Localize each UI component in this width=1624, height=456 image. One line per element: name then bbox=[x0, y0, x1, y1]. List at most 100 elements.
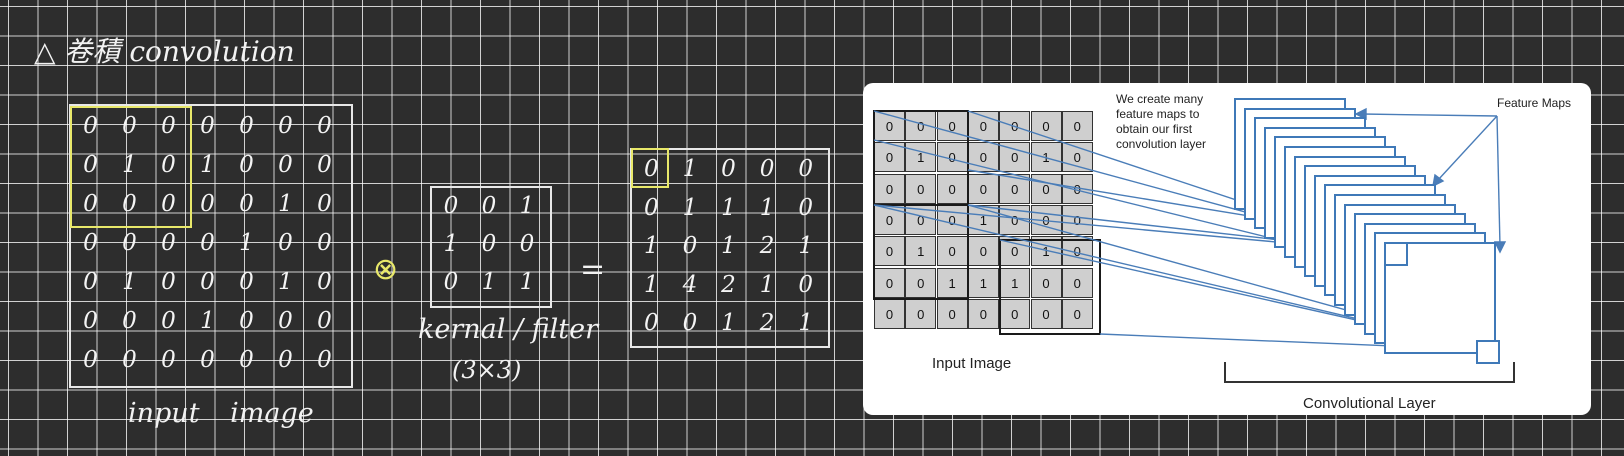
input-cell: 0 bbox=[317, 191, 332, 217]
input-cell: 0 bbox=[122, 347, 137, 373]
output-cell: 0 bbox=[643, 310, 659, 337]
figure-grid-cell: 0 bbox=[1030, 111, 1062, 141]
kernel-cell: 0 bbox=[443, 193, 459, 219]
layer-bracket bbox=[1224, 362, 1515, 383]
input-cell: 1 bbox=[239, 230, 254, 256]
input-highlight-window bbox=[70, 106, 192, 228]
input-cell: 0 bbox=[317, 269, 332, 295]
output-cell: 1 bbox=[721, 194, 736, 221]
figure-grid-cell: 1 bbox=[905, 236, 937, 267]
kernel-cell: 0 bbox=[519, 231, 535, 257]
input-cell: 0 bbox=[278, 308, 293, 334]
feature-map-arrows bbox=[1354, 107, 1507, 254]
figure-grid-cell: 0 bbox=[905, 173, 937, 204]
output-cell: 1 bbox=[643, 271, 659, 298]
input-cell: 1 bbox=[278, 191, 293, 217]
kernel-cell: 1 bbox=[519, 269, 535, 295]
equals-sign: = bbox=[580, 252, 606, 287]
figure-grid-cell: 0 bbox=[1061, 267, 1093, 298]
feature-map-unit bbox=[1476, 340, 1500, 364]
input-cell: 0 bbox=[239, 347, 254, 373]
kernel-label: kernal / filter bbox=[418, 314, 599, 345]
input-cell: 0 bbox=[278, 347, 293, 373]
figure-grid-cell: 0 bbox=[874, 142, 905, 173]
figure-grid-cell: 0 bbox=[967, 236, 999, 267]
figure-grid-cell: 0 bbox=[936, 173, 968, 204]
arrow-head bbox=[1493, 241, 1507, 254]
input-cell: 0 bbox=[83, 191, 98, 217]
output-cell: 1 bbox=[759, 271, 775, 298]
feature-map-unit bbox=[1384, 242, 1408, 266]
input-cell: 0 bbox=[317, 308, 332, 334]
input-cell: 0 bbox=[200, 347, 215, 373]
figure-grid-cell: 0 bbox=[1061, 204, 1093, 235]
kernel-cell: 1 bbox=[443, 231, 459, 257]
input-cell: 0 bbox=[200, 230, 215, 256]
input-cell: 0 bbox=[83, 113, 98, 139]
kernel-cell: 0 bbox=[481, 231, 497, 257]
kernel-cell: 1 bbox=[481, 269, 497, 295]
output-cell: 0 bbox=[759, 156, 775, 182]
output-cell: 2 bbox=[759, 310, 775, 337]
figure-grid-cell: 0 bbox=[967, 173, 999, 204]
output-cell: 0 bbox=[643, 156, 659, 182]
kernel-size-label: (3×3) bbox=[452, 356, 522, 384]
output-cell: 0 bbox=[682, 310, 698, 337]
figure-grid-outlines bbox=[873, 110, 1101, 335]
page-title: △ 卷積 convolution bbox=[34, 35, 295, 68]
input-cell: 1 bbox=[200, 152, 215, 178]
input-cell: 0 bbox=[83, 230, 98, 256]
figure-grid-cell: 0 bbox=[967, 298, 999, 329]
input-cell: 0 bbox=[278, 113, 293, 139]
grid-region-outline bbox=[873, 110, 969, 206]
output-cell: 0 bbox=[798, 271, 813, 298]
figure-note: We create many feature maps to obtain ou… bbox=[1116, 92, 1207, 151]
figure-grid-cell: 0 bbox=[1030, 173, 1062, 204]
input-cell: 0 bbox=[161, 269, 176, 295]
output-highlight-cell bbox=[631, 148, 669, 188]
convolution-operator-icon: ⊗ bbox=[373, 252, 399, 287]
figure-grid-cell: 0 bbox=[1030, 267, 1062, 298]
figure-grid-cell: 0 bbox=[936, 236, 968, 267]
input-cell: 0 bbox=[83, 308, 98, 334]
output-cell: 0 bbox=[643, 194, 659, 221]
input-cell: 0 bbox=[122, 191, 137, 217]
convolutional-layer-label: Convolutional Layer bbox=[1303, 395, 1436, 412]
input-label: input image bbox=[128, 398, 314, 429]
figure-grid-cell: 0 bbox=[1061, 236, 1093, 267]
input-cell: 0 bbox=[239, 269, 254, 295]
output-cell: 0 bbox=[721, 156, 736, 182]
input-cell: 0 bbox=[278, 230, 293, 256]
input-cell: 0 bbox=[83, 269, 98, 295]
input-cell: 0 bbox=[122, 230, 137, 256]
grid-region-outline bbox=[999, 239, 1101, 335]
output-cell: 1 bbox=[682, 156, 698, 182]
output-matrix bbox=[630, 148, 830, 348]
output-cell: 1 bbox=[798, 233, 813, 260]
kernel-cell: 0 bbox=[481, 193, 497, 219]
input-cell: 0 bbox=[161, 113, 176, 139]
output-cell: 2 bbox=[759, 233, 775, 260]
figure-grid-cell: 1 bbox=[905, 142, 937, 173]
output-cell: 1 bbox=[721, 310, 736, 337]
figure-grid-cell: 1 bbox=[936, 267, 968, 298]
figure-grid-cell: 0 bbox=[1030, 298, 1062, 329]
input-cell: 0 bbox=[317, 152, 332, 178]
figure-grid-cell: 0 bbox=[905, 267, 937, 298]
figure-grid-cell: 1 bbox=[999, 267, 1031, 298]
input-cell: 0 bbox=[122, 308, 137, 334]
figure-grid-cell: 0 bbox=[874, 173, 905, 204]
input-cell: 1 bbox=[278, 269, 293, 295]
input-cell: 0 bbox=[200, 191, 215, 217]
input-cell: 1 bbox=[200, 308, 215, 334]
figure-grid-cell: 0 bbox=[874, 236, 905, 267]
figure-input-label: Input Image bbox=[932, 355, 1012, 372]
output-cell: 1 bbox=[682, 194, 698, 221]
input-cell: 0 bbox=[278, 152, 293, 178]
input-cell: 0 bbox=[239, 152, 254, 178]
input-cell: 0 bbox=[317, 230, 332, 256]
input-cell: 0 bbox=[317, 113, 332, 139]
output-cell: 0 bbox=[798, 194, 813, 221]
input-cell: 0 bbox=[239, 308, 254, 334]
input-cell: 0 bbox=[239, 113, 254, 139]
